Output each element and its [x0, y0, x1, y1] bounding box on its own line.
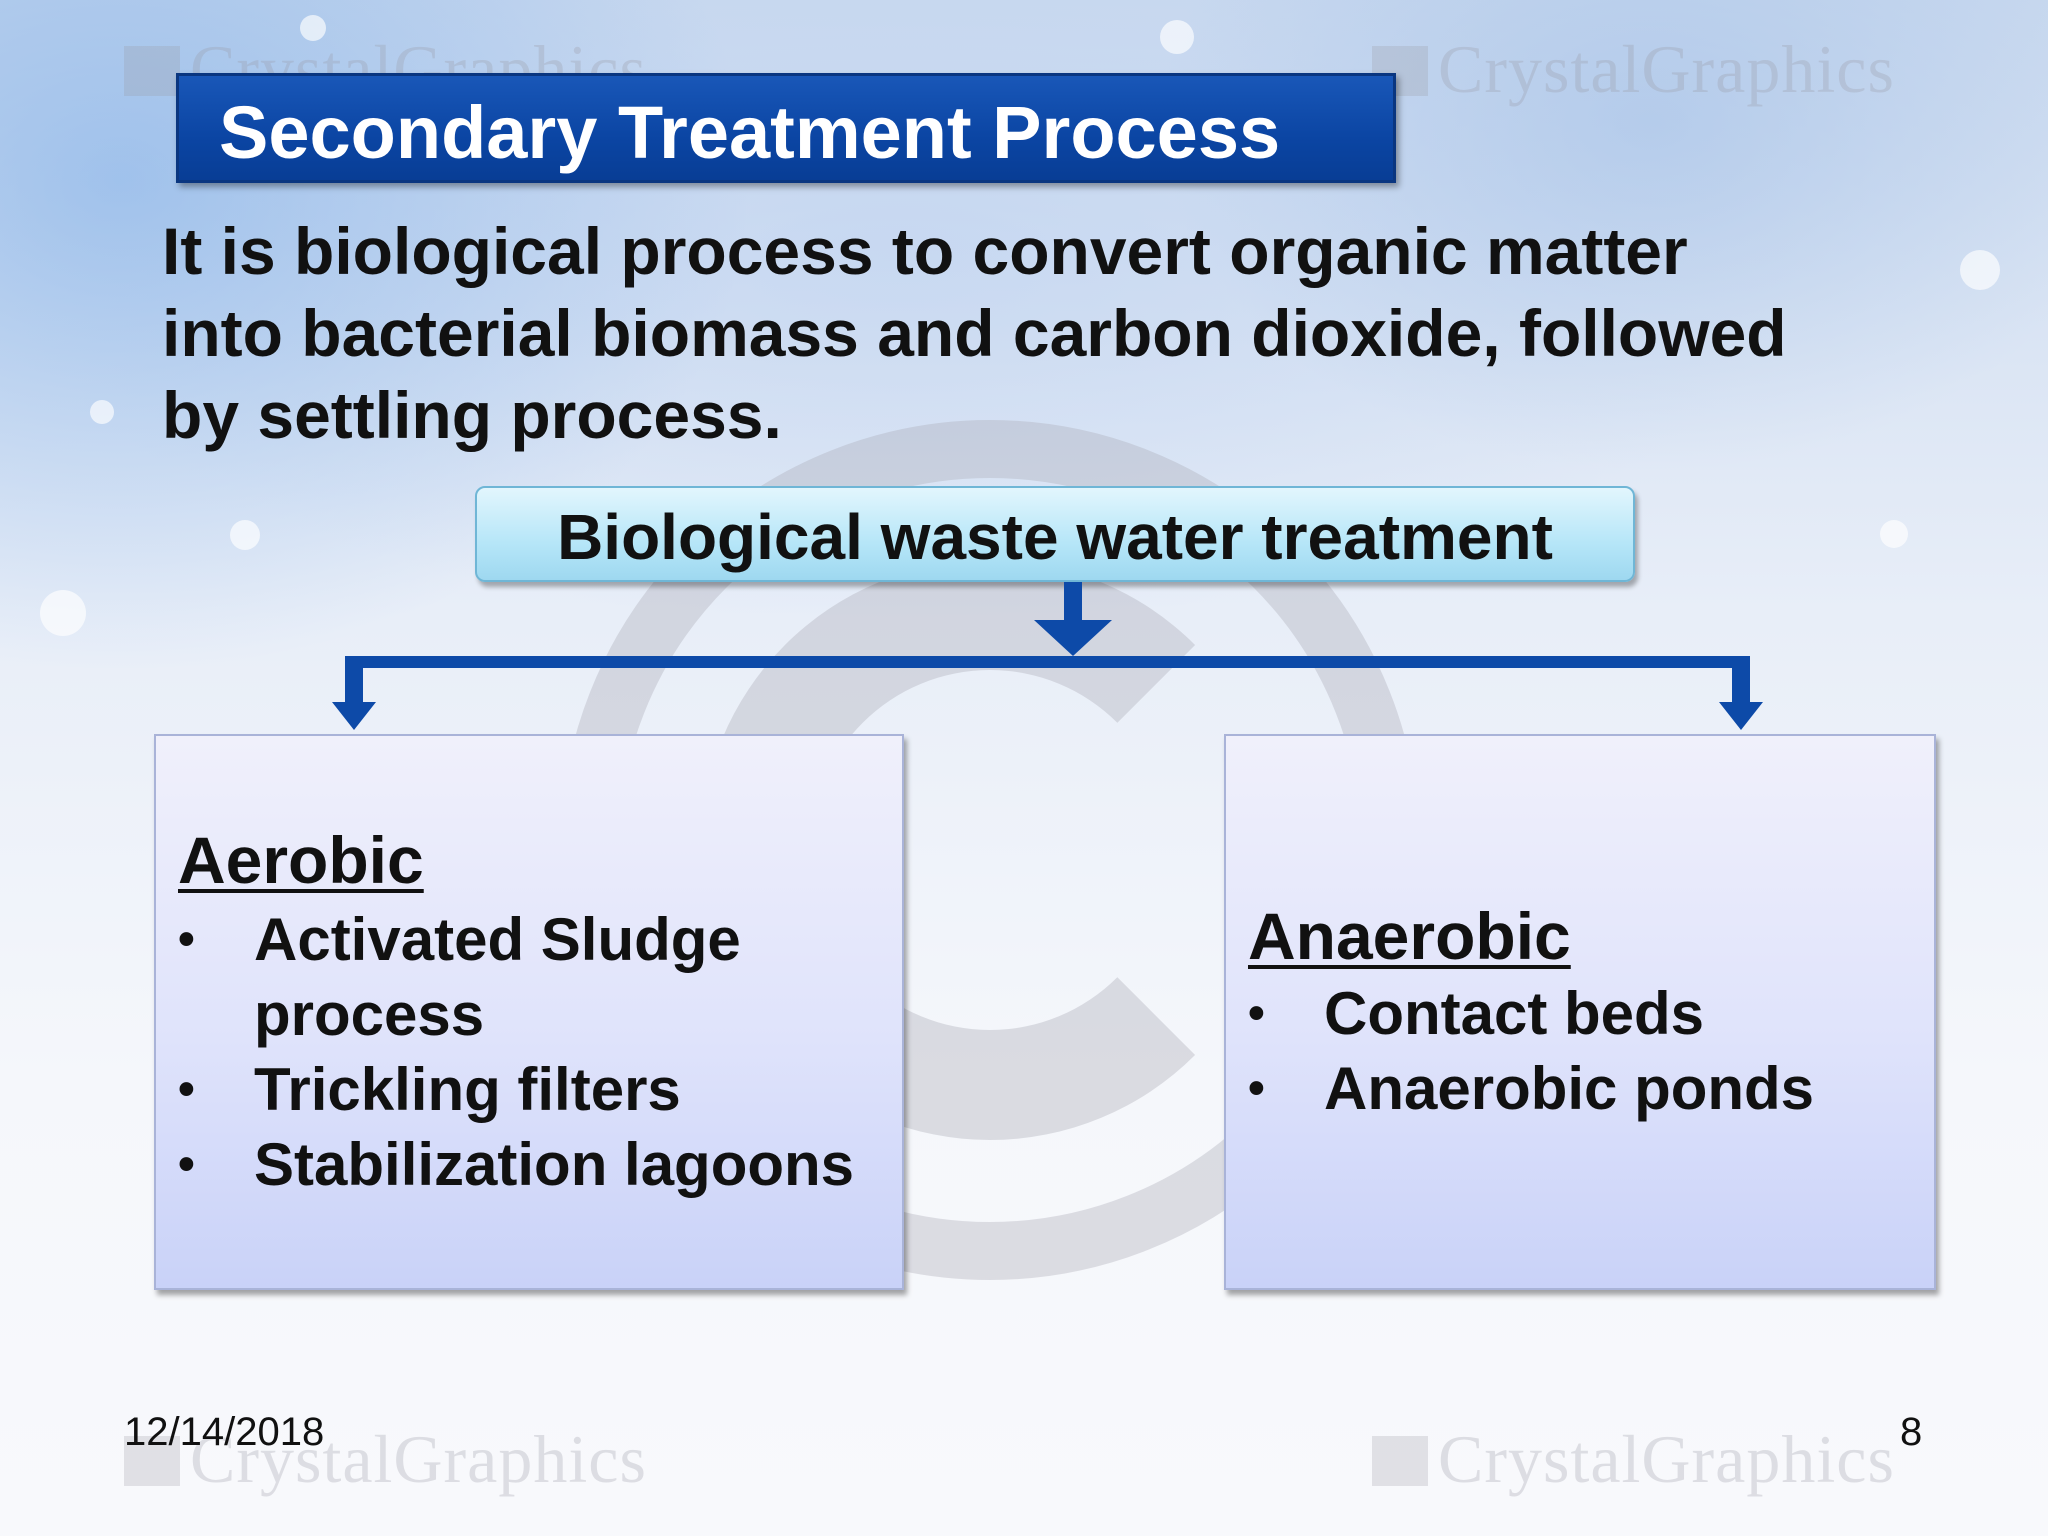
title-bar: Secondary Treatment Process: [176, 73, 1396, 183]
background-bubble: [1880, 520, 1908, 548]
slide-title: Secondary Treatment Process: [219, 91, 1281, 174]
watermark-bottom-right: CrystalGraphics: [1372, 1420, 1895, 1499]
bullet-icon: •: [178, 1138, 195, 1191]
background-bubble: [90, 400, 114, 424]
bullet-icon: •: [1248, 987, 1265, 1040]
list-item: •Stabilization lagoons: [178, 1127, 898, 1202]
aerobic-box: Aerobic •Activated Sludge process •Trick…: [154, 734, 904, 1290]
list-item: •Contact beds: [1248, 976, 1928, 1051]
watermark-top-right: CrystalGraphics: [1372, 30, 1895, 109]
root-node-label: Biological waste water treatment: [557, 501, 1553, 573]
bullet-icon: •: [1248, 1062, 1265, 1115]
intro-line: into bacterial biomass and carbon dioxid…: [162, 296, 1787, 370]
slide-date: 12/14/2018: [124, 1410, 325, 1454]
background-bubble: [1160, 20, 1194, 54]
background-bubble: [1960, 250, 2000, 290]
left-arrow-head: [332, 702, 376, 730]
background-bubble: [230, 520, 260, 550]
anaerobic-box: Anaerobic •Contact beds •Anaerobic ponds: [1224, 734, 1936, 1290]
slide-number: 8: [1900, 1410, 1923, 1454]
anaerobic-heading: Anaerobic: [1248, 899, 1571, 973]
intro-line: by settling process.: [162, 378, 782, 452]
root-arrow-head: [1034, 620, 1112, 656]
aerobic-list: •Activated Sludge process •Trickling fil…: [178, 902, 898, 1202]
horizontal-connector: [345, 656, 1750, 668]
anaerobic-list: •Contact beds •Anaerobic ponds: [1248, 976, 1928, 1126]
root-arrow-shaft: [1064, 582, 1082, 624]
bullet-icon: •: [178, 1063, 195, 1116]
right-arrow-shaft: [1732, 656, 1750, 706]
root-node: Biological waste water treatment: [475, 486, 1635, 582]
watermark-bottom-left: CrystalGraphics: [124, 1420, 647, 1499]
bullet-icon: •: [178, 913, 195, 966]
background-bubble: [300, 15, 326, 41]
list-item: •Anaerobic ponds: [1248, 1051, 1928, 1126]
list-item: •Activated Sludge process: [178, 902, 898, 1052]
right-arrow-head: [1719, 702, 1763, 730]
aerobic-heading: Aerobic: [178, 823, 424, 897]
intro-paragraph: It is biological process to convert orga…: [162, 210, 1882, 456]
intro-line: It is biological process to convert orga…: [162, 214, 1688, 288]
left-arrow-shaft: [345, 656, 363, 706]
list-item: •Trickling filters: [178, 1052, 898, 1127]
background-bubble: [40, 590, 86, 636]
